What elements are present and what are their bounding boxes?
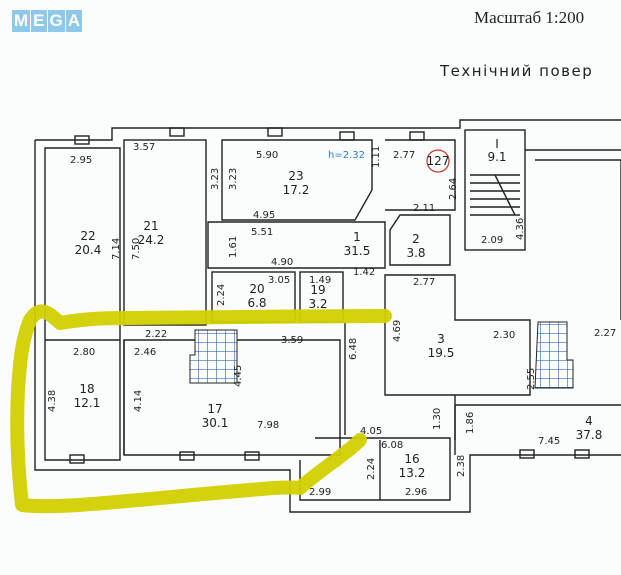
- room-area: 13.2: [399, 466, 426, 480]
- dimension: 6.48: [348, 338, 359, 360]
- apartment-number: 127: [427, 154, 450, 168]
- dimension: 2.80: [73, 347, 95, 358]
- dimension: 5.90: [256, 150, 278, 161]
- logo-letter: G: [47, 10, 65, 32]
- room-area: 19.5: [428, 346, 455, 360]
- dimension: 4.05: [360, 426, 382, 437]
- dimension: 2.95: [70, 155, 92, 166]
- dimension: 2.55: [526, 368, 537, 390]
- dimension: 2.24: [366, 458, 377, 480]
- room-area: 31.5: [344, 244, 371, 258]
- dimension: 4.90: [271, 257, 293, 268]
- room-number: 1: [353, 230, 361, 244]
- dimension: 4.95: [253, 210, 275, 221]
- room-area: 9.1: [487, 150, 506, 164]
- room-area: 24.2: [138, 233, 165, 247]
- dimension: 2.09: [481, 235, 503, 246]
- room-number: I: [495, 137, 499, 151]
- room-area: 37.8: [576, 428, 603, 442]
- dimension: 3.23: [210, 168, 221, 190]
- dimension: 4.36: [515, 218, 526, 240]
- dimension: 7.14: [111, 238, 122, 260]
- mega-logo: M E G A: [12, 10, 83, 32]
- dimension: 2.30: [493, 330, 515, 341]
- room-number: 17: [207, 402, 222, 416]
- dimension: 2.24: [216, 284, 227, 306]
- dimension: 2.99: [309, 487, 331, 498]
- dimension: 1.42: [353, 267, 375, 278]
- room-area: 6.8: [247, 296, 266, 310]
- dimension: 1.49: [309, 275, 331, 286]
- height-label: h=2.32: [328, 150, 365, 161]
- logo-letter: M: [12, 10, 31, 32]
- room-area: 17.2: [283, 183, 310, 197]
- dimension: 7.50: [131, 238, 142, 260]
- dimension: 7.45: [538, 436, 560, 447]
- room-number: 22: [80, 229, 95, 243]
- dimension: 7.98: [257, 420, 279, 431]
- logo-letter: E: [31, 10, 47, 32]
- room-area: 20.4: [75, 243, 102, 257]
- dimension: 2.46: [134, 347, 156, 358]
- room-number: 23: [288, 169, 303, 183]
- dimension: 4.38: [47, 390, 58, 412]
- dimension: 1.86: [465, 412, 476, 434]
- dimension: 5.51: [251, 227, 273, 238]
- dimension: 3.05: [268, 275, 290, 286]
- dimension: 2.11: [413, 203, 435, 214]
- dimension: 3.23: [228, 168, 239, 190]
- dimension: 4.69: [392, 320, 403, 342]
- dimension: 1.30: [432, 408, 443, 430]
- dimension: 4.14: [133, 390, 144, 412]
- room-area: 3.2: [308, 297, 327, 311]
- dimension: 3.57: [133, 142, 155, 153]
- room-number: 2: [412, 232, 420, 246]
- apartment-number-circle: [426, 149, 450, 173]
- dimension: 2.77: [413, 277, 435, 288]
- room-labels: 22 20.4 21 24.2 23 17.2 1 31.5 2 3.8 20 …: [74, 137, 603, 480]
- room-area: 3.8: [406, 246, 425, 260]
- dimension: 2.96: [405, 487, 427, 498]
- dimension: 1.61: [228, 236, 239, 258]
- room-area: 30.1: [202, 416, 229, 430]
- dimension-labels: 2.95 3.57 5.90 h=2.32 1.11 2.77 3.23 3.2…: [47, 142, 616, 498]
- room-number: 19: [310, 283, 325, 297]
- dimension: 2.27: [594, 328, 616, 339]
- room-number: 16: [404, 452, 419, 466]
- dimension: 3.59: [281, 335, 303, 346]
- logo-letter: A: [65, 10, 83, 32]
- dimension: 4.45: [233, 365, 244, 387]
- dimension: 2.64: [448, 178, 459, 200]
- room-number: 4: [585, 414, 593, 428]
- dimension: 6.08: [381, 440, 403, 451]
- tiled-shafts: [189, 321, 574, 389]
- room-number: 21: [143, 219, 158, 233]
- room-number: 3: [437, 332, 445, 346]
- floor-title: Технічний повер: [440, 62, 594, 80]
- highlight-outline: [10, 304, 392, 514]
- scale-label: Масштаб 1:200: [474, 8, 585, 27]
- dimension: 2.38: [456, 455, 467, 477]
- dimension: 2.22: [145, 329, 167, 340]
- dimension: 2.77: [393, 150, 415, 161]
- room-number: 18: [79, 382, 94, 396]
- room-number: 20: [249, 282, 264, 296]
- dimension: 1.11: [371, 146, 382, 168]
- room-area: 12.1: [74, 396, 101, 410]
